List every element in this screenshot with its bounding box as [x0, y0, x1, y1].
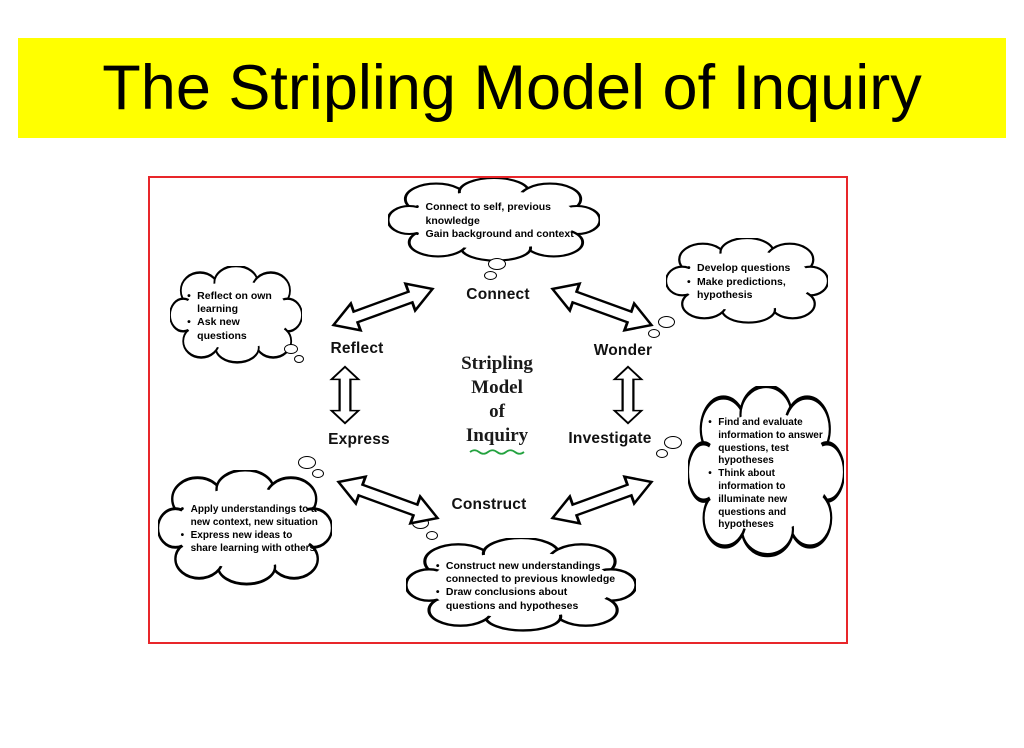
cloud-construct: Construct new understandings connected t… [406, 538, 636, 632]
stage-label-express: Express [328, 431, 390, 448]
thought-tail-bubble [426, 531, 438, 540]
bullet: Find and evaluate information to answer … [708, 417, 831, 468]
stage-label-investigate: Investigate [568, 430, 652, 447]
thought-tail-bubble [294, 355, 304, 363]
bullet: Make predictions, hypothesis [687, 276, 815, 303]
thought-tail-bubble [298, 456, 316, 469]
bullet: Express new ideas to share learning with… [181, 530, 318, 556]
cloud-express: Apply understandings to a new context, n… [158, 470, 332, 586]
bullet: Ask new questions [187, 316, 291, 343]
bullet: Reflect on own learning [187, 290, 291, 317]
thought-tail-bubble [312, 469, 324, 478]
stage-label-wonder: Wonder [593, 342, 653, 359]
cloud-connect: Connect to self, previous knowledge Gain… [388, 178, 600, 262]
thought-tail-bubble [656, 449, 668, 458]
title-banner: The Stripling Model of Inquiry [18, 38, 1006, 138]
bullet: Gain background and context [416, 228, 584, 242]
center-line: Stripling [461, 353, 533, 374]
bullet: Apply understandings to a new context, n… [181, 504, 318, 530]
center-line: Model [471, 377, 523, 398]
green-squiggle-icon [469, 449, 525, 455]
cloud-wonder-text: Develop questions Make predictions, hypo… [687, 251, 815, 314]
stage-label-connect: Connect [466, 286, 530, 303]
cloud-reflect-text: Reflect on own learning Ask new question… [187, 281, 291, 353]
stage-label-reflect: Reflect [330, 340, 384, 357]
thought-tail-bubble [488, 258, 506, 270]
thought-tail-bubble [658, 316, 675, 328]
stage-label-construct: Construct [451, 496, 527, 513]
thought-tail-bubble [664, 436, 682, 449]
center-line: of [489, 401, 505, 422]
double-arrow-wonder-investigate-icon [613, 365, 643, 425]
center-model-title: Stripling Model of Inquiry [436, 352, 558, 455]
cloud-construct-text: Construct new understandings connected t… [436, 552, 618, 621]
thought-tail-bubble [284, 344, 298, 354]
thought-tail-bubble [648, 329, 660, 338]
bullet: Construct new understandings connected t… [436, 560, 618, 587]
bullet: Develop questions [687, 262, 815, 276]
cloud-investigate: Find and evaluate information to answer … [688, 386, 844, 558]
bullet: Connect to self, previous knowledge [416, 201, 584, 228]
center-line: Inquiry [465, 425, 529, 446]
double-arrow-express-reflect-icon [330, 365, 360, 425]
cloud-investigate-text: Find and evaluate information to answer … [708, 412, 831, 538]
bullet: Draw conclusions about questions and hyp… [436, 586, 618, 613]
bullet: Think about information to illuminate ne… [708, 468, 831, 532]
page-title: The Stripling Model of Inquiry [102, 53, 922, 123]
cloud-reflect: Reflect on own learning Ask new question… [170, 266, 302, 364]
cloud-connect-text: Connect to self, previous knowledge Gain… [416, 191, 584, 252]
cloud-wonder: Develop questions Make predictions, hypo… [666, 238, 828, 324]
thought-tail-bubble [484, 271, 497, 280]
cloud-express-text: Apply understandings to a new context, n… [181, 487, 318, 572]
